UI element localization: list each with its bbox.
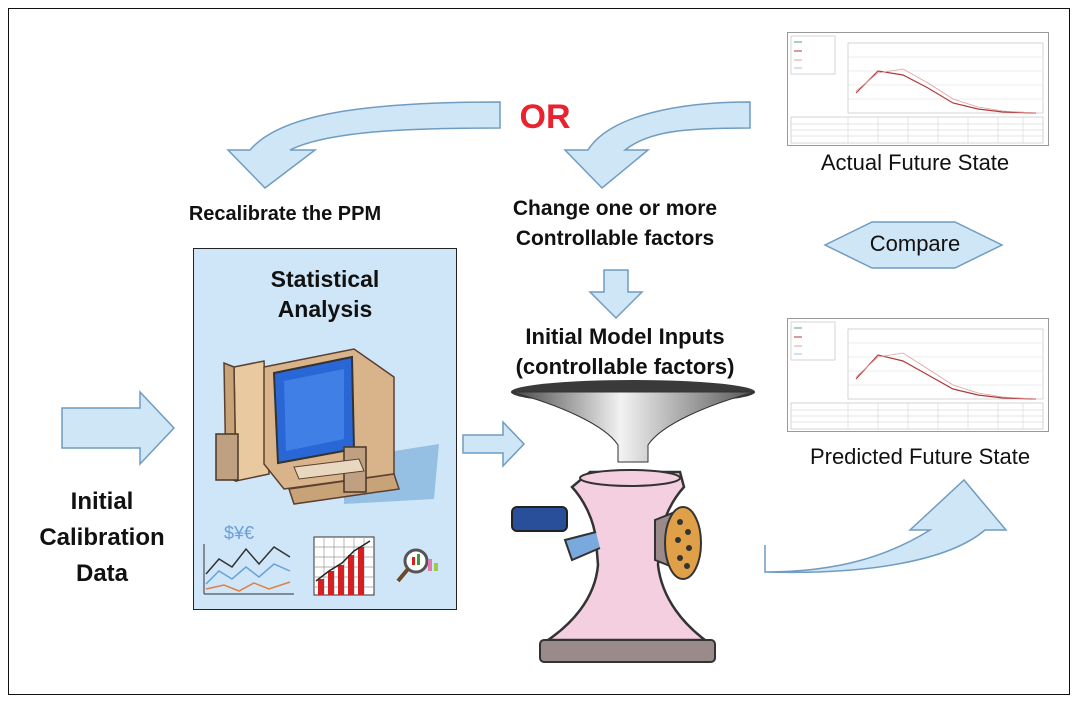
arrow-down-to-inputs [588,269,644,320]
model-inputs-line1: Initial Model Inputs [525,324,725,349]
predicted-future-label: Predicted Future State [809,444,1031,469]
bar-chart-icon [313,536,375,596]
model-inputs-line2: (controllable factors) [515,354,735,379]
calibration-line3: Data [75,560,129,587]
model-inputs-label: Initial Model Inputs (controllable facto… [480,322,770,382]
calibration-line2: Calibration [39,524,165,551]
arrow-to-predicted [764,478,1008,574]
arrow-calibration-in [61,390,176,466]
predicted-future-chart-graphic [790,321,1044,430]
predicted-future-chart [787,318,1049,432]
magnifier-chart-icon [396,548,438,583]
arrow-to-recalibrate [226,101,501,189]
svg-text:$¥€: $¥€ [224,523,254,543]
desktop-computer-icon [215,348,439,505]
actual-future-label: Actual Future State [820,150,1010,175]
or-label: OR [519,98,571,136]
actual-future-chart-graphic [790,35,1044,144]
change-factors-line1: Change one or more [512,197,718,220]
analysis-charts-icon: $¥€ [203,523,438,596]
arrow-stats-to-model [462,420,526,468]
meat-grinder-icon [511,469,716,663]
compare-diamond [823,221,1004,269]
slide-frame [8,8,1070,695]
compare-label: Compare [869,231,961,256]
arrow-to-change [563,101,751,190]
statistical-line2: Analysis [277,296,373,322]
funnel-icon [510,380,756,463]
actual-future-chart [787,32,1049,146]
statistical-analysis-title: Statistical Analysis [230,264,420,324]
calibration-line1: Initial [70,488,134,515]
change-factors-line2: Controllable factors [515,227,715,250]
recalibrate-label: Recalibrate the PPM [188,203,382,225]
currency-chart-icon: $¥€ [203,523,294,595]
change-factors-label: Change one or more Controllable factors [470,194,760,254]
calibration-data-label: Initial Calibration Data [12,484,192,592]
statistical-line1: Statistical [270,266,380,292]
statistical-analysis-box: $¥€ [193,248,457,610]
